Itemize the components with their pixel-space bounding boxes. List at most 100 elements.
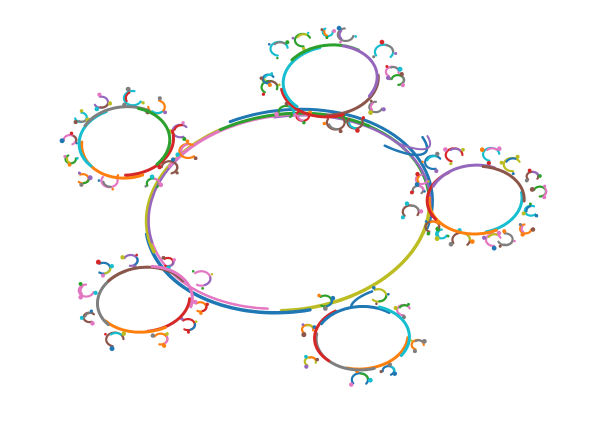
child-lower-left-fractal-dot — [199, 311, 203, 315]
child-top-fractal-dot — [361, 116, 366, 120]
child-lower-left-fractal-dot — [205, 302, 209, 307]
child-circle-right — [431, 163, 496, 188]
child-top-fractal-dot — [322, 121, 327, 126]
child-top-fractal-dot — [325, 35, 329, 40]
child-lower-left-subring — [77, 283, 95, 298]
child-right-fractal-dot — [470, 239, 475, 244]
child-bottom-subring — [378, 295, 388, 303]
child-upper-left-fractal-dot — [75, 142, 78, 145]
child-top-fractal-dot — [267, 43, 271, 46]
child-lower-left-fractal-dot — [210, 273, 214, 276]
child-lower-left-fractal-dot — [162, 343, 167, 348]
child-bottom-fractal-dot — [322, 306, 328, 311]
child-circle-top — [341, 44, 379, 98]
child-bottom-fractal-dot — [330, 295, 336, 301]
child-right-fractal-dot — [400, 215, 405, 220]
child-circle-lower-left — [146, 297, 192, 333]
main-circle-arc — [144, 127, 223, 254]
child-right-fractal-dot — [524, 178, 529, 183]
child-lower-left-subring — [104, 267, 112, 275]
child-top-fractal-dot — [338, 129, 343, 134]
child-upper-left-fractal-dot — [141, 101, 145, 105]
child-lower-left-fractal-dot — [120, 255, 125, 260]
child-top-fractal-dot — [397, 66, 403, 72]
child-right-subring — [505, 157, 517, 163]
child-top-fractal-dot — [332, 29, 337, 33]
child-right-fractal-dot — [427, 180, 430, 183]
child-right-fractal-dot — [404, 201, 410, 206]
child-bottom-fractal-dot — [407, 302, 410, 306]
child-lower-left-subring — [189, 322, 197, 331]
child-bottom-fractal-dot — [372, 285, 376, 290]
child-upper-left-fractal-dot — [181, 121, 185, 125]
child-lower-left-fractal-dot — [109, 263, 114, 269]
child-lower-left-fractal-dot — [95, 259, 101, 265]
child-upper-left-fractal-dot — [182, 136, 187, 141]
child-right-subring — [543, 187, 548, 196]
child-right-fractal-dot — [481, 235, 487, 240]
child-right-subring — [416, 175, 421, 183]
child-top-fractal-dot — [291, 36, 295, 40]
child-circle-upper-left — [124, 129, 176, 177]
child-upper-left-fractal-dot — [193, 156, 198, 161]
child-right-subring — [423, 154, 442, 171]
child-upper-left-fractal-dot — [97, 92, 102, 97]
child-lower-left-subring — [109, 331, 123, 336]
child-bottom-fractal-dot — [317, 293, 321, 298]
child-top-subring — [401, 75, 406, 84]
child-right-subring — [449, 147, 462, 152]
child-bottom-fractal-dot — [375, 302, 378, 306]
child-lower-left-fractal-dot — [172, 258, 176, 262]
child-bottom-fractal-dot — [386, 292, 390, 296]
child-upper-left-fractal-dot — [107, 101, 113, 106]
child-lower-left-subring — [163, 335, 169, 345]
child-right-subring — [418, 185, 425, 192]
connector-arc — [349, 290, 374, 308]
child-lower-left-fractal-dot — [101, 273, 105, 278]
child-upper-left-fractal-dot — [116, 174, 120, 177]
child-upper-left-fractal-dot — [63, 155, 67, 158]
child-top-fractal-dot — [270, 72, 274, 75]
child-top-subring — [296, 33, 308, 39]
child-right-fractal-dot — [486, 160, 491, 166]
child-top-fractal-dot — [293, 113, 297, 117]
child-right-fractal-dot — [499, 160, 504, 165]
child-bottom-subring — [308, 356, 317, 361]
child-right-fractal-dot — [513, 239, 516, 243]
child-lower-left-fractal-dot — [186, 330, 191, 334]
child-upper-left-fractal-dot — [170, 157, 176, 162]
child-bottom-fractal-dot — [301, 332, 307, 338]
child-right-fractal-dot — [530, 227, 536, 232]
child-right-fractal-dot — [529, 186, 535, 192]
child-top-fractal-dot — [400, 83, 405, 88]
child-lower-left-fractal-dot — [150, 333, 155, 338]
child-circle-lower-left — [104, 319, 167, 334]
child-bottom-fractal-dot — [379, 370, 383, 374]
child-top-subring — [336, 27, 355, 43]
child-upper-left-subring — [173, 161, 179, 172]
main-circle-arc — [166, 111, 431, 207]
child-top-fractal-dot — [285, 40, 290, 45]
child-right-subring — [487, 233, 499, 239]
child-upper-left-subring — [82, 178, 90, 185]
child-top-subring — [338, 29, 343, 40]
child-upper-left-fractal-dot — [94, 106, 100, 112]
child-upper-left-fractal-dot — [77, 171, 81, 175]
child-top-fractal-dot — [274, 111, 279, 117]
main-circle-arc — [147, 193, 269, 310]
child-circle-bottom — [320, 304, 391, 326]
child-lower-left-fractal-dot — [79, 315, 84, 320]
child-right-fractal-dot — [434, 236, 440, 242]
child-right-subring — [429, 220, 440, 225]
child-lower-left-fractal-dot — [192, 299, 198, 305]
child-right-subring — [520, 225, 525, 234]
child-top-subring — [348, 121, 357, 130]
child-circle-upper-left — [77, 110, 108, 168]
child-bottom-subring — [398, 304, 409, 309]
child-right-fractal-dot — [521, 211, 526, 216]
child-bottom-fractal-dot — [410, 339, 413, 342]
child-right-fractal-dot — [414, 182, 420, 187]
child-upper-left-fractal-dot — [144, 185, 148, 188]
main-circle-arc — [279, 203, 432, 313]
